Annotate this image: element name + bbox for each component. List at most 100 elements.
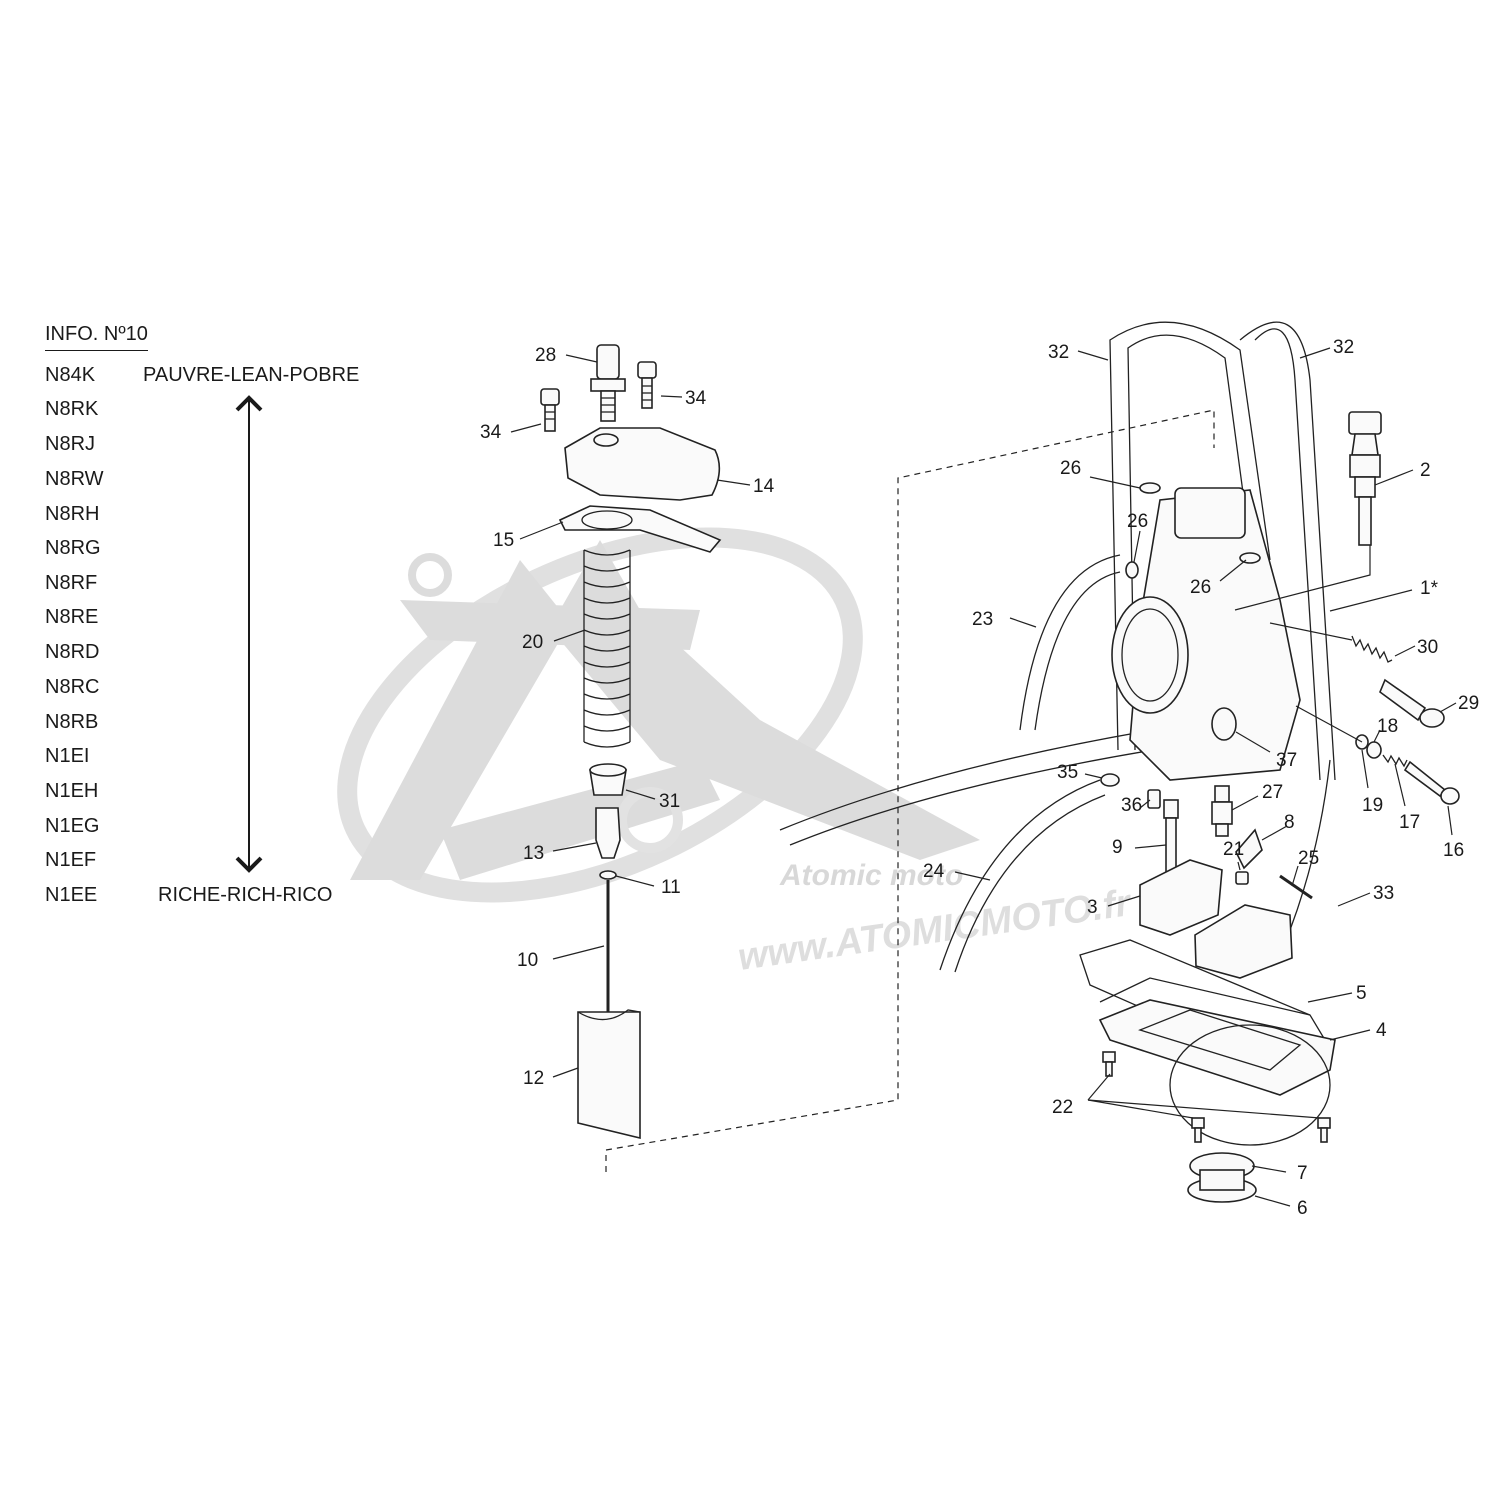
callout-13: 13 — [523, 843, 544, 864]
needle-code: N84K — [45, 364, 96, 386]
needle-code: N1EF — [45, 849, 97, 871]
callout-26: 26 — [1127, 511, 1148, 532]
callout-1: 1* — [1420, 578, 1439, 599]
part-23-vent-hose — [1019, 554, 1121, 731]
part-9-needle-jet — [1163, 799, 1179, 874]
part-14-cover-port — [593, 433, 619, 447]
callout-37: 37 — [1276, 750, 1297, 771]
part-3-float — [1139, 859, 1293, 979]
part-26-o-ring — [1139, 482, 1161, 494]
callout-22: 22 — [1052, 1097, 1073, 1118]
part-25-float-pin — [1279, 874, 1313, 900]
part-13-needle-clip — [595, 807, 621, 859]
needle-code: N1EH — [45, 780, 99, 802]
part-31-retainer-top — [589, 763, 627, 777]
part-1-slide-housing — [1174, 487, 1246, 539]
callout-18: 18 — [1377, 716, 1398, 737]
part-21-clip — [1235, 871, 1249, 885]
watermark-logo — [337, 527, 980, 903]
callout-35: 35 — [1057, 762, 1078, 783]
callout-20: 20 — [522, 632, 543, 653]
part-20-spring — [581, 510, 633, 748]
part-22-bowl-screw — [1102, 1051, 1116, 1077]
needle-code: N8RB — [45, 711, 99, 733]
needle-code: N8RG — [45, 537, 101, 559]
callout-5: 5 — [1356, 983, 1367, 1004]
part-22-bowl-screw — [1317, 1117, 1331, 1143]
part-6-drain-plug — [1187, 1169, 1257, 1203]
part-26-o-ring — [1239, 552, 1261, 564]
part-30-spring — [1351, 635, 1393, 663]
needle-code: N8RE — [45, 606, 99, 628]
part-2-air-screw — [1348, 411, 1382, 546]
callout-36: 36 — [1121, 795, 1142, 816]
callout-3: 3 — [1087, 897, 1098, 918]
callout-11: 11 — [661, 877, 681, 898]
callout-31: 31 — [659, 791, 680, 812]
watermark-url: www.ATOMICMOTO.fr — [735, 882, 1135, 979]
rich-label: RICHE-RICH-RICO — [158, 884, 333, 906]
part-35-hose-clip — [1100, 773, 1120, 787]
callout-34: 34 — [685, 388, 707, 409]
callout-21: 21 — [1223, 839, 1244, 860]
callout-33: 33 — [1373, 883, 1394, 904]
part-18-o-ring — [1366, 741, 1382, 759]
callout-17: 17 — [1399, 812, 1420, 833]
part-27-main-jet — [1211, 785, 1233, 837]
part-4-float-bowl — [1098, 999, 1336, 1096]
part-17-spring — [1382, 754, 1408, 768]
callout-4: 4 — [1376, 1020, 1387, 1041]
callout-19: 19 — [1362, 795, 1383, 816]
callout-27: 27 — [1262, 782, 1283, 803]
part-28-fitting — [590, 344, 626, 422]
part-1-carburetor-bore — [1111, 596, 1189, 714]
needle-code: N8RC — [45, 676, 100, 698]
needle-code: N1EI — [45, 745, 90, 767]
part-32-vent-hose — [1109, 321, 1271, 751]
part-8-float-needle — [1235, 828, 1263, 870]
needle-code: N8RW — [45, 468, 104, 490]
watermark-logo-text: Atomic moto — [779, 859, 963, 892]
callout-25: 25 — [1298, 848, 1319, 869]
part-33-drain-hose — [1289, 759, 1331, 931]
callout-7: 7 — [1297, 1163, 1308, 1184]
callout-26: 26 — [1060, 458, 1081, 479]
part-34-screw — [637, 361, 657, 409]
part-34-screw — [540, 388, 560, 432]
callout-6: 6 — [1297, 1198, 1308, 1219]
part-12-throttle-slide — [577, 1011, 641, 1140]
callout-29: 29 — [1458, 693, 1479, 714]
callout-32: 32 — [1048, 342, 1069, 363]
callout-9: 9 — [1112, 837, 1123, 858]
part-26-o-ring — [1125, 561, 1139, 579]
needle-code: N1EE — [45, 884, 98, 906]
callout-34: 34 — [480, 422, 502, 443]
callout-28: 28 — [535, 345, 556, 366]
part-11-e-clip — [599, 870, 617, 880]
callout-24: 24 — [923, 861, 945, 882]
part-37-o-ring — [1211, 707, 1237, 741]
callout-2: 2 — [1420, 460, 1431, 481]
part-14-cover — [564, 427, 721, 501]
callout-14: 14 — [753, 476, 775, 497]
part-15-gasket — [558, 505, 722, 553]
part-22-bowl-screw — [1191, 1117, 1205, 1143]
callout-16: 16 — [1443, 840, 1464, 861]
part-29-idle-screw — [1379, 678, 1445, 728]
part-36-screw — [1147, 789, 1161, 809]
callout-15: 15 — [493, 530, 514, 551]
callout-8: 8 — [1284, 812, 1295, 833]
needle-code: N8RF — [45, 572, 98, 594]
callout-23: 23 — [972, 609, 993, 630]
needle-code: N8RJ — [45, 433, 96, 455]
part-16-mixture-screw — [1403, 760, 1460, 805]
needle-code: N8RD — [45, 641, 100, 663]
leader-lines — [510, 347, 1457, 1207]
part-32-vent-hose — [1239, 321, 1336, 781]
callout-32: 32 — [1333, 337, 1354, 358]
needle-code: N8RH — [45, 503, 100, 525]
needle-code: N8RK — [45, 398, 99, 420]
lean-label: PAUVRE-LEAN-POBRE — [143, 364, 360, 386]
